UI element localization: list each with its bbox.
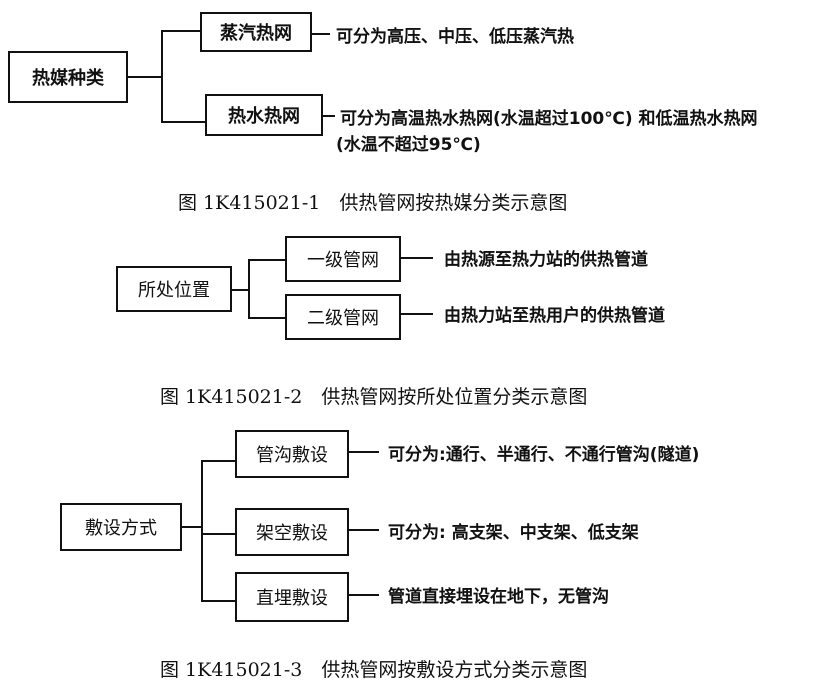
connector xyxy=(248,259,286,261)
connector xyxy=(182,526,202,528)
child-node: 热水热网 xyxy=(205,94,323,136)
arrow-line xyxy=(349,594,379,596)
connector xyxy=(201,533,236,535)
connector xyxy=(161,121,206,123)
figure-caption: 图 1K415021-3 供热管网按敷设方式分类示意图 xyxy=(160,659,588,681)
child-node: 二级管网 xyxy=(285,294,401,340)
connector xyxy=(232,289,249,291)
node-description: 可分为:通行、半通行、不通行管沟(隧道) xyxy=(388,445,700,465)
connector xyxy=(201,460,203,602)
arrow-line xyxy=(401,257,433,259)
node-description-continued: (水温不超过95℃) xyxy=(336,135,481,155)
connector xyxy=(248,259,250,319)
figure-caption: 图 1K415021-2 供热管网按所处位置分类示意图 xyxy=(160,386,588,408)
connector xyxy=(161,30,163,123)
connector xyxy=(161,30,201,32)
connector xyxy=(128,76,162,78)
child-node: 直埋敷设 xyxy=(235,572,349,622)
node-description: 可分为: 高支架、中支架、低支架 xyxy=(388,523,639,543)
connector xyxy=(201,600,236,602)
root-node: 敷设方式 xyxy=(60,503,182,551)
node-description: 可分为高温热水热网(水温超过100℃) 和低温热水热网 xyxy=(340,109,758,129)
child-node: 一级管网 xyxy=(285,236,401,282)
connector xyxy=(201,460,236,462)
arrow-line xyxy=(349,529,379,531)
child-node: 管沟敷设 xyxy=(235,430,349,478)
child-node: 蒸汽热网 xyxy=(200,12,312,52)
node-description: 可分为高压、中压、低压蒸汽热 xyxy=(336,27,574,47)
arrow-line xyxy=(349,451,379,453)
arrow-line xyxy=(312,33,330,35)
arrow-line xyxy=(323,115,335,117)
root-node: 所处位置 xyxy=(116,266,232,312)
figure-caption: 图 1K415021-1 供热管网按热媒分类示意图 xyxy=(178,192,568,214)
root-node: 热媒种类 xyxy=(8,51,128,103)
node-description: 由热源至热力站的供热管道 xyxy=(444,250,648,270)
connector xyxy=(248,317,286,319)
arrow-line xyxy=(401,313,433,315)
child-node: 架空敷设 xyxy=(235,508,349,556)
node-description: 由热力站至热用户的供热管道 xyxy=(444,306,665,326)
node-description: 管道直接埋设在地下，无管沟 xyxy=(388,587,609,607)
